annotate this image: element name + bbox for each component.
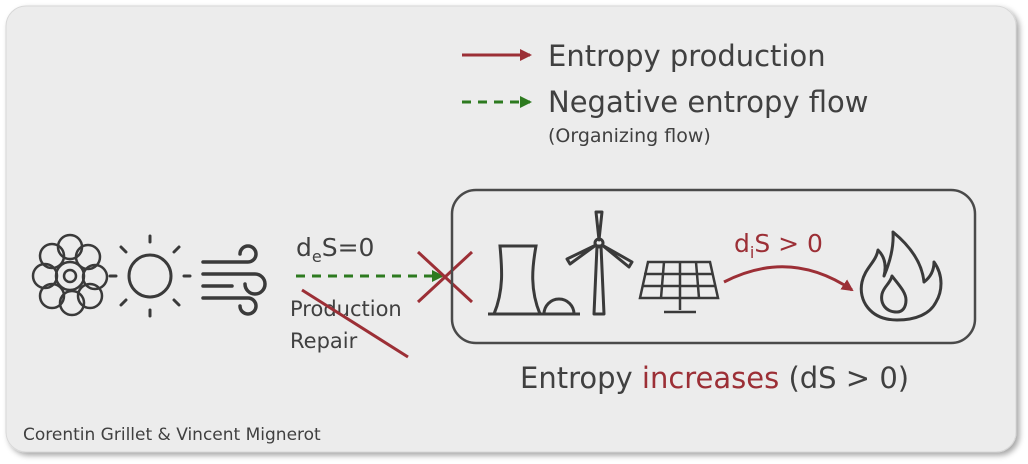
solar-panel-icon bbox=[638, 260, 720, 314]
legend-negative-flow: Negative entropy flow bbox=[548, 85, 869, 119]
wind-turbine-icon bbox=[565, 210, 634, 316]
sun-icon bbox=[108, 234, 192, 318]
legend-entropy-production: Entropy production bbox=[548, 39, 826, 73]
repair-label: Repair bbox=[290, 329, 358, 353]
nuclear-plant-icon bbox=[488, 244, 580, 316]
system-box bbox=[450, 188, 977, 345]
credit-text: Corentin Grillet & Vincent Mignerot bbox=[23, 425, 321, 445]
background-panel bbox=[5, 5, 1017, 453]
fire-icon bbox=[859, 230, 943, 322]
entropy-production-arrow bbox=[723, 265, 854, 292]
legend-negative-flow-sub: (Organizing flow) bbox=[548, 125, 711, 147]
raw-matter-icon bbox=[31, 233, 109, 317]
production-strike bbox=[301, 288, 409, 359]
system-caption: Entropy increases (dS > 0) bbox=[520, 361, 909, 395]
de-s-label: deS=0 bbox=[296, 233, 374, 266]
di-s-label: diS > 0 bbox=[734, 229, 823, 262]
legend: Entropy production Negative entropy flow… bbox=[462, 39, 869, 147]
blocked-cross bbox=[416, 250, 474, 304]
wind-icon bbox=[201, 244, 267, 316]
